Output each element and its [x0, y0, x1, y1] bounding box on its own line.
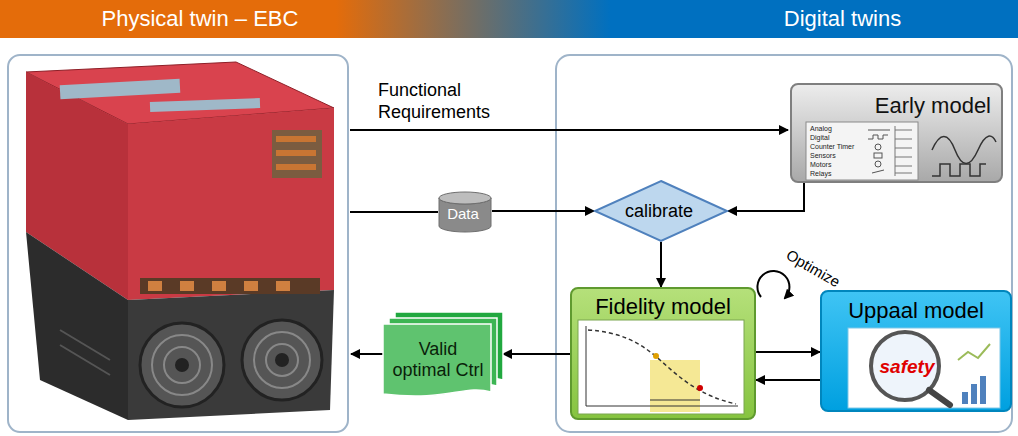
data-line	[350, 211, 438, 213]
waveforms	[932, 136, 996, 176]
control-arrow	[351, 353, 383, 355]
node-title: Uppaal model	[822, 298, 1010, 323]
decision-diamond: calibrate	[594, 180, 728, 242]
digital-panel	[556, 55, 1012, 432]
cylinder-top	[439, 192, 491, 204]
io-label: Motors	[810, 161, 866, 169]
io-label: Sensors	[810, 152, 866, 160]
document-sheet	[383, 324, 491, 396]
node-title: calibrate	[594, 201, 724, 222]
loop-label: Optimize	[783, 246, 870, 307]
io-icon	[806, 122, 918, 180]
flow-arrow	[492, 210, 594, 212]
ebc-device	[26, 62, 334, 420]
document-stack: Valid optimal Ctrl	[383, 312, 503, 396]
failure-curve-chart	[578, 320, 744, 414]
diamond-outline	[595, 181, 727, 241]
io-label: Counter Timer	[810, 143, 866, 151]
node-text: safety	[847, 356, 967, 378]
flow-arrow	[728, 183, 804, 211]
optimize-loop	[757, 271, 789, 298]
model-box: Uppaal model safety	[820, 290, 1012, 412]
io-label: Relays	[810, 170, 866, 178]
band-title: Physical twin – EBC	[0, 0, 349, 38]
io-label: Analog	[810, 125, 866, 133]
band-title: Digital twins	[600, 0, 1018, 38]
flow-arrow	[756, 379, 820, 381]
model-box: Fidelity model	[570, 287, 756, 420]
flow-arrow	[756, 351, 820, 353]
node-title: Fidelity model	[572, 294, 754, 319]
safety-magnifier	[848, 328, 1000, 408]
node-title: Physical twin – EBC	[55, 6, 345, 31]
flow-label: Functional Requirements	[378, 80, 528, 123]
data-cylinder: Data	[438, 192, 492, 232]
flow-arrow	[660, 242, 662, 287]
physical-panel	[8, 55, 348, 432]
node-title: Early model	[792, 93, 991, 118]
io-label: Digital	[810, 134, 866, 142]
flow-arrow	[503, 353, 570, 355]
node-title: Data	[438, 205, 488, 222]
node-title: Valid optimal Ctrl	[389, 339, 487, 380]
requirements-arrow	[350, 129, 788, 131]
title-band	[0, 0, 1018, 38]
node-title: Digital twins	[720, 6, 965, 31]
